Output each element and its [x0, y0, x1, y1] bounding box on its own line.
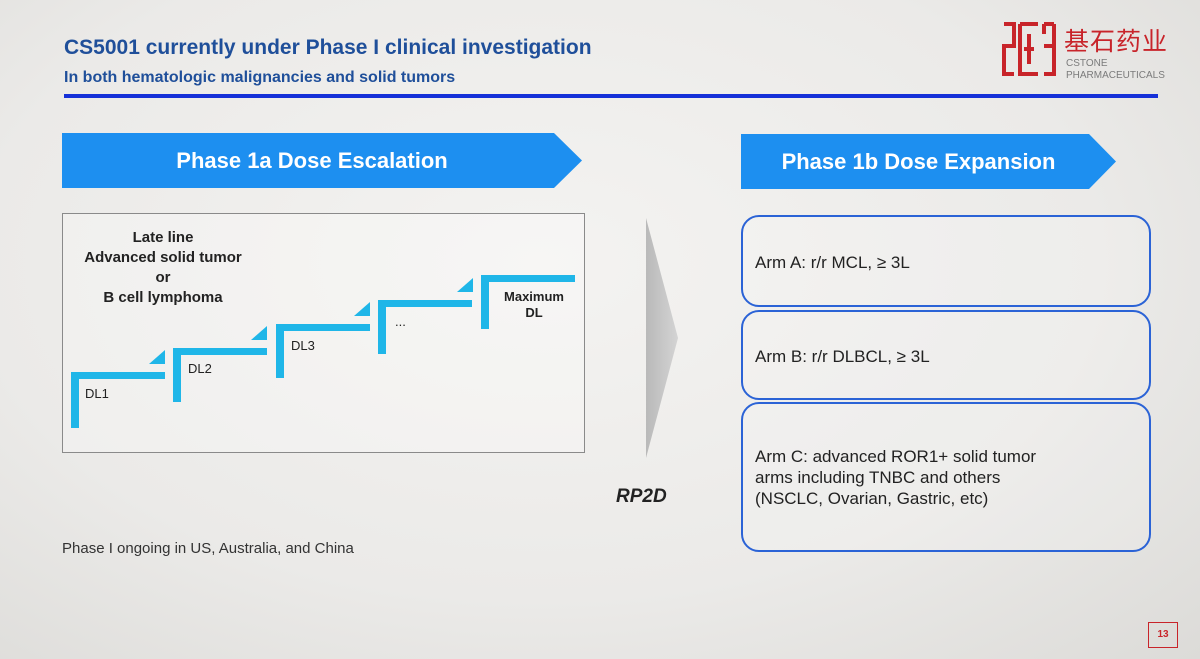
- dose-step-3-riser: [276, 324, 284, 378]
- arm-line: (NSCLC, Ovarian, Gastric, etc): [755, 489, 989, 508]
- arm-a-box: Arm A: r/r MCL, ≥ 3L: [741, 215, 1151, 307]
- banner-arrow-shape: [741, 134, 1116, 189]
- dose-step-3-marker: [354, 302, 370, 316]
- arm-b-box: Arm B: r/r DLBCL, ≥ 3L: [741, 310, 1151, 400]
- dose-escalation-box: Late line Advanced solid tumor or B cell…: [62, 213, 585, 453]
- dose-step-1: [71, 372, 165, 379]
- dose-step-4-riser: [378, 300, 386, 354]
- population-line: Advanced solid tumor: [84, 249, 242, 266]
- footnote: Phase I ongoing in US, Australia, and Ch…: [62, 540, 354, 557]
- dose-step-max-riser: [481, 275, 489, 329]
- population-line: B cell lymphoma: [103, 289, 223, 306]
- slide-subtitle: In both hematologic malignancies and sol…: [64, 69, 456, 86]
- dose-level-label: ...: [395, 314, 406, 329]
- header-divider: [64, 94, 1158, 98]
- logo-english-line1: CSTONE: [1066, 58, 1108, 69]
- transition-chevron-icon: [646, 218, 678, 458]
- slide-title: CS5001 currently under Phase I clinical …: [64, 36, 592, 59]
- population-line: or: [155, 269, 171, 286]
- dose-step-2: [173, 348, 267, 355]
- dose-step-max: [481, 275, 575, 282]
- cstone-logo-icon: [1002, 22, 1056, 76]
- phase-1a-banner: Phase 1a Dose Escalation: [62, 133, 582, 188]
- arm-line: Arm C: advanced ROR1+ solid tumor: [755, 447, 1037, 466]
- dose-level-label: DL1: [85, 386, 109, 401]
- arm-line: Arm A: r/r MCL, ≥ 3L: [755, 253, 910, 272]
- dose-level-label: DL2: [188, 361, 212, 376]
- dose-step-1-riser: [71, 372, 79, 428]
- arm-c-box: Arm C: advanced ROR1+ solid tumor arms i…: [741, 402, 1151, 552]
- maximum-dose-line: DL: [525, 305, 543, 320]
- maximum-dose-line: Maximum: [504, 289, 564, 304]
- dose-level-label: DL3: [291, 338, 315, 353]
- logo-english-line2: PHARMACEUTICALS: [1066, 70, 1165, 81]
- dose-step-2-marker: [251, 326, 267, 340]
- rp2d-label: RP2D: [616, 486, 667, 507]
- banner-arrow-shape: [62, 133, 582, 188]
- logo-english-name: CSTONE PHARMACEUTICALS: [1066, 58, 1165, 82]
- page-number: 13: [1148, 622, 1178, 648]
- dose-step-3: [276, 324, 370, 331]
- population-line: Late line: [132, 229, 194, 246]
- dose-steps-graphic: [71, 275, 575, 428]
- arm-line: arms including TNBC and others: [755, 468, 1001, 487]
- arm-b-text: Arm B: r/r DLBCL, ≥ 3L: [755, 346, 1137, 367]
- arm-line: Arm B: r/r DLBCL, ≥ 3L: [755, 347, 930, 366]
- arm-a-text: Arm A: r/r MCL, ≥ 3L: [755, 252, 1137, 273]
- phase-1b-banner-label: Phase 1b Dose Expansion: [781, 149, 1056, 174]
- arm-c-text: Arm C: advanced ROR1+ solid tumor arms i…: [755, 446, 1137, 509]
- logo-chinese-name: 基石药业: [1064, 27, 1169, 56]
- dose-step-2-riser: [173, 348, 181, 402]
- maximum-dose-label: Maximum DL: [494, 289, 574, 321]
- population-description: Late line Advanced solid tumor or B cell…: [63, 228, 263, 308]
- company-logo: 基石药业 CSTONE PHARMACEUTICALS: [1000, 20, 1190, 82]
- phase-1a-banner-label: Phase 1a Dose Escalation: [176, 148, 448, 173]
- phase-1b-banner: Phase 1b Dose Expansion: [741, 134, 1116, 189]
- dose-step-1-marker: [149, 350, 165, 364]
- dose-step-4-marker: [457, 278, 473, 292]
- dose-step-4: [378, 300, 472, 307]
